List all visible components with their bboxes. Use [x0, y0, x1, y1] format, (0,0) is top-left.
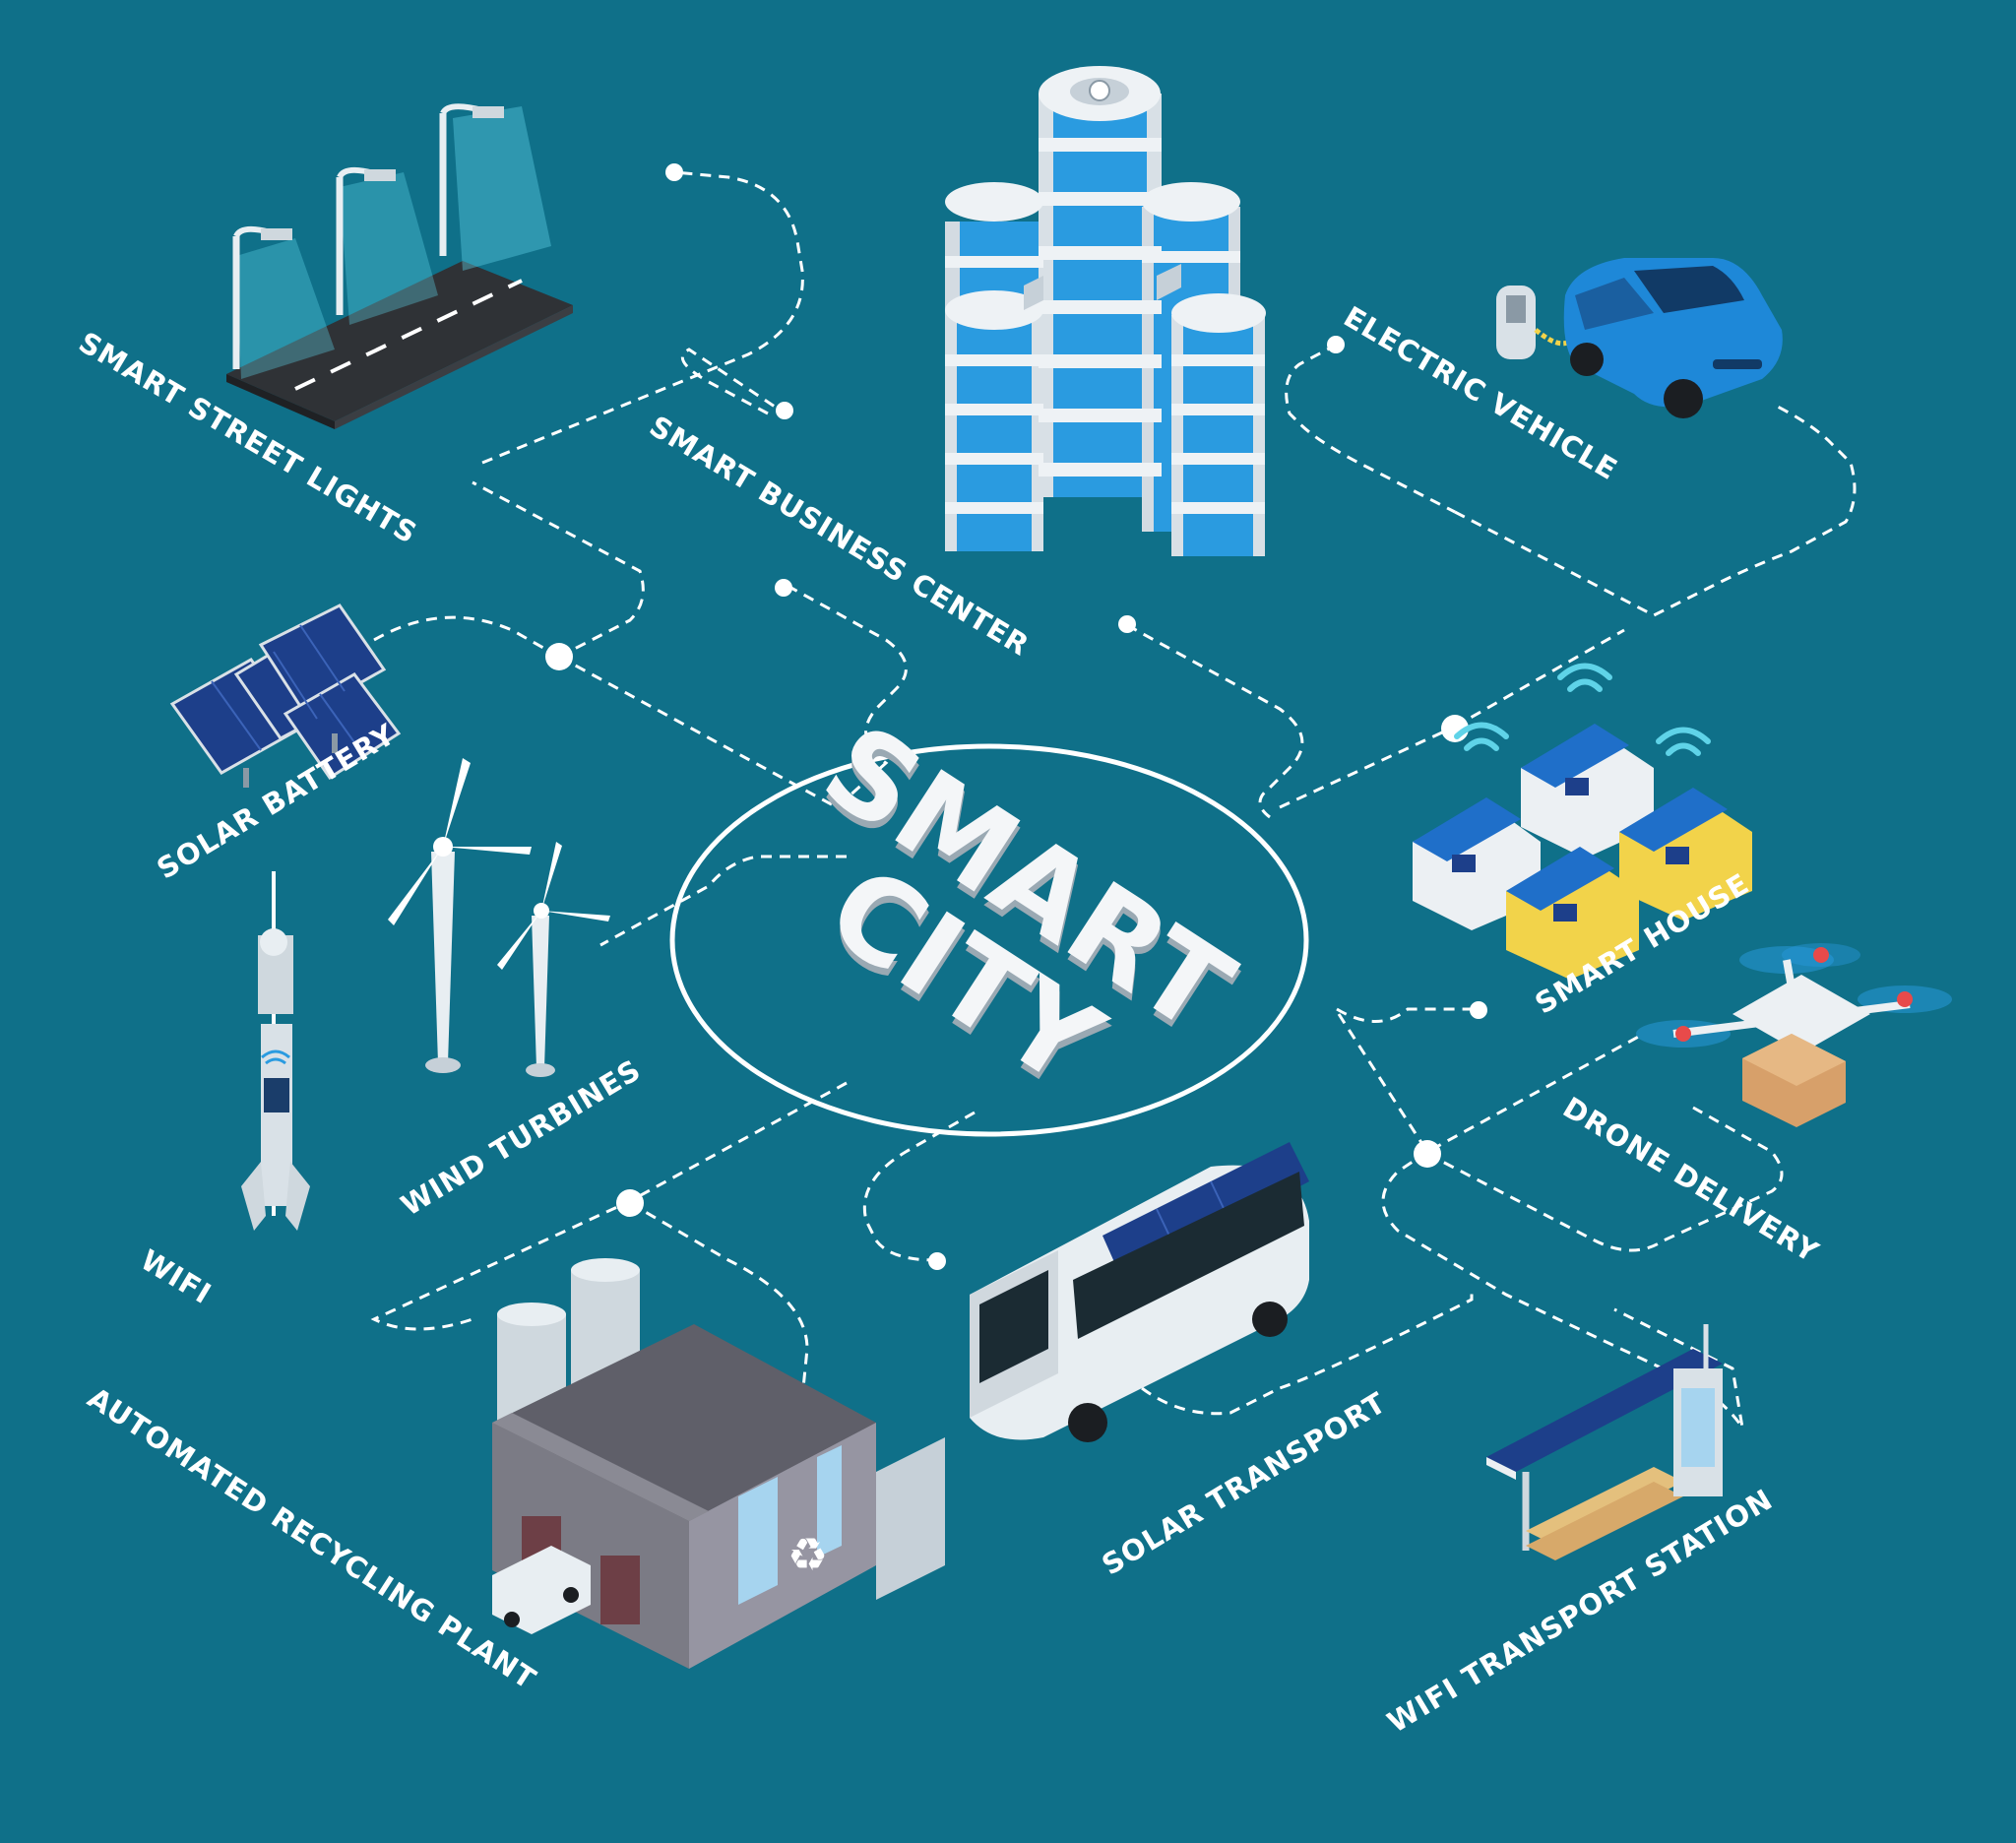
connector-station — [1381, 1150, 1744, 1429]
dot-solar-hub — [545, 643, 573, 670]
connector-recycling — [629, 1201, 809, 1399]
connector-solar-battery — [373, 615, 560, 659]
connector-business-center — [680, 348, 779, 415]
dot-transport-hub — [1414, 1140, 1441, 1168]
connector-dots — [545, 163, 1487, 1270]
center-ellipse — [669, 743, 1309, 1137]
connector-wind — [599, 855, 847, 947]
connector-lines — [370, 170, 1857, 1429]
connector-street-lights — [481, 170, 804, 465]
connector-wifi — [370, 1081, 848, 1331]
recycling-plant-illustration: ♻ — [492, 1258, 945, 1669]
connector-business-right — [1126, 623, 1304, 819]
tower-wifi-icon — [261, 1049, 290, 1065]
solar-battery-illustration — [169, 604, 402, 788]
connector-business-low — [787, 584, 908, 809]
connector-transport-right — [1141, 1290, 1474, 1416]
dot-business-right — [1118, 615, 1136, 633]
wifi-signal-icon — [1454, 663, 1711, 756]
connector-electric-vehicle — [1285, 343, 1456, 514]
dot-business-mid — [775, 579, 792, 597]
wind-turbines-illustration — [388, 758, 610, 1077]
connector-house-lower — [1454, 628, 1625, 729]
connector-ev-right — [1454, 402, 1857, 617]
electric-vehicle-illustration — [1496, 258, 1783, 418]
business-center-illustration — [945, 66, 1266, 556]
dot-street-lights — [665, 163, 683, 181]
dot-wifi-hub — [616, 1189, 644, 1217]
connector-drone — [1336, 1007, 1477, 1023]
recycle-icon: ♻ — [788, 1528, 828, 1581]
connector-solar-transport — [862, 1111, 976, 1262]
street-lights-illustration — [226, 103, 573, 429]
connector-solar-battery-street — [472, 480, 645, 659]
connector-center-drone — [1337, 1013, 1645, 1154]
connector-solar-to-center — [558, 655, 838, 809]
center-hub: SMART SMART CITY CITY — [669, 698, 1309, 1137]
dot-ev — [1327, 336, 1345, 353]
dot-drone — [1470, 1001, 1487, 1019]
wifi-tower-illustration — [241, 871, 310, 1231]
solar-bus-illustration — [970, 1142, 1309, 1442]
dot-business-left — [776, 402, 793, 419]
drone-illustration — [1636, 943, 1952, 1127]
smart-house-illustration — [1413, 663, 1752, 980]
dot-solar-transport — [928, 1252, 946, 1270]
connector-smart-house — [1279, 725, 1456, 809]
connector-station-low — [1426, 1106, 1784, 1252]
transport-station-illustration — [1486, 1324, 1723, 1560]
